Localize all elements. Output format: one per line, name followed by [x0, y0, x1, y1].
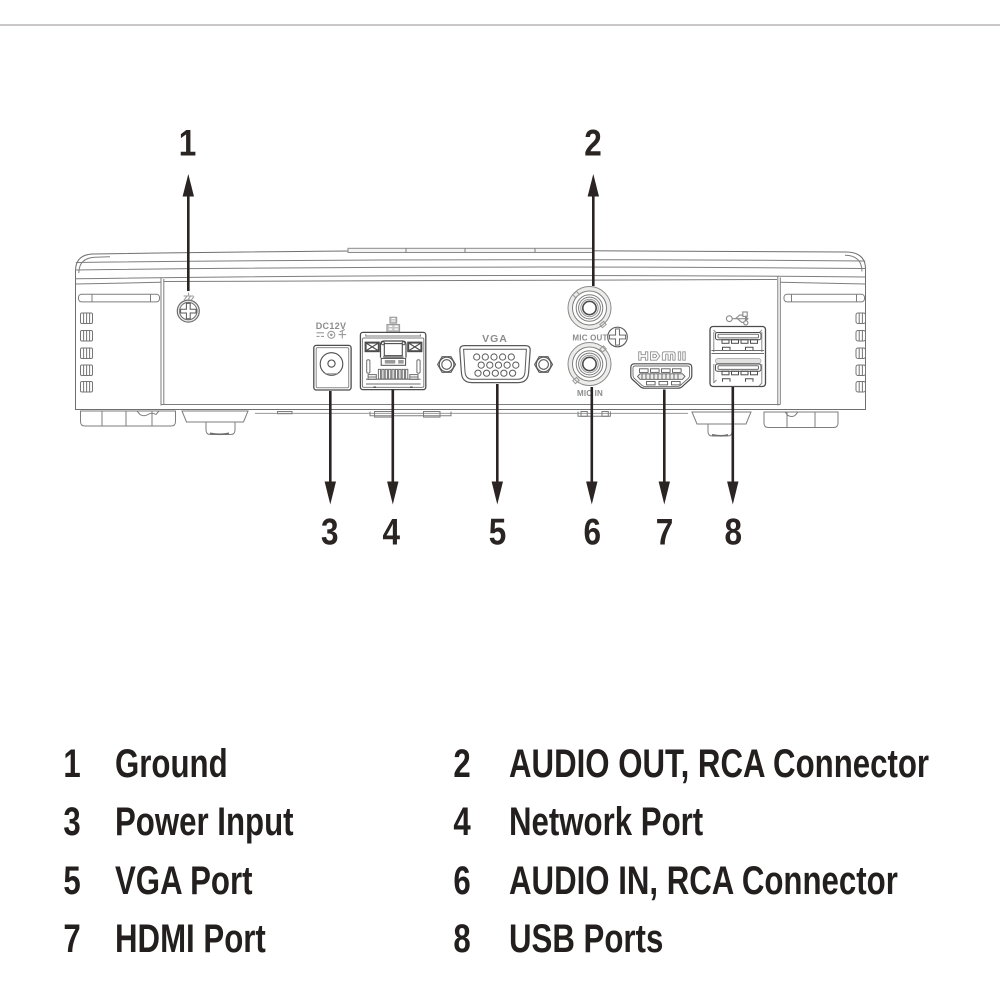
- svg-text:1: 1: [179, 123, 197, 164]
- svg-text:DC12V: DC12V: [316, 321, 347, 331]
- svg-text:VGA: VGA: [482, 333, 508, 345]
- svg-text:6: 6: [584, 512, 602, 553]
- svg-text:5: 5: [489, 512, 507, 553]
- svg-text:3: 3: [321, 512, 339, 553]
- svg-text:2: 2: [584, 123, 602, 164]
- svg-text:7: 7: [656, 512, 674, 553]
- svg-text:MIC OUT: MIC OUT: [572, 334, 607, 343]
- svg-text:4: 4: [383, 512, 401, 553]
- svg-text:MIC IN: MIC IN: [577, 389, 603, 398]
- svg-text:8: 8: [725, 512, 743, 553]
